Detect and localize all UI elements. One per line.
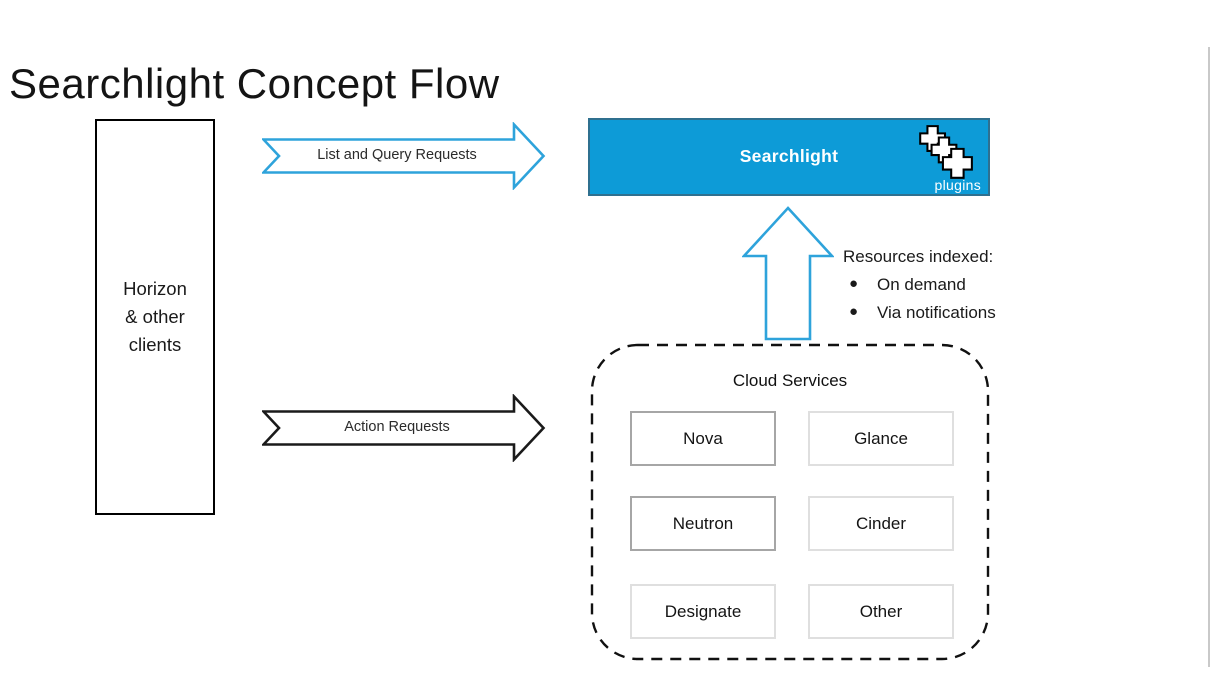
bullet-item-label: Via notifications [877,303,996,322]
service-box-glance: Glance [808,411,954,466]
plugins-label: plugins [934,177,981,193]
clients-box-line: clients [128,334,182,355]
bullet-icon: ● [849,275,859,292]
resources-indexed-block: Resources indexed: ● On demand ● Via not… [843,243,996,327]
cloud-services-title: Cloud Services [732,371,848,390]
bullet-icon: ● [849,303,859,320]
service-label: Neutron [672,513,734,533]
list-query-arrow-icon [262,122,546,190]
service-box-cinder: Cinder [808,496,954,551]
bullet-item: ● Via notifications [843,299,996,327]
bullet-item: ● On demand [843,271,996,299]
clients-box-line: Horizon [123,278,187,299]
service-box-other: Other [808,584,954,639]
service-label: Cinder [855,513,907,533]
searchlight-label: Searchlight [739,146,839,166]
searchlight-box: Searchlight plugins [588,118,990,196]
action-arrow-icon [262,394,546,462]
plugin-stack-icon [919,125,973,179]
bullet-item-label: On demand [877,275,966,294]
service-label: Designate [664,601,742,621]
service-box-neutron: Neutron [630,496,776,551]
list-query-arrow-label: List and Query Requests [317,147,477,163]
resources-bullet-list: ● On demand ● Via notifications [843,271,996,327]
clients-box-line: & other [125,306,185,327]
service-label: Glance [854,428,908,448]
page-title: Searchlight Concept Flow [9,60,500,107]
index-up-arrow-icon [742,206,834,341]
service-box-designate: Designate [630,584,776,639]
horizon-clients-box: Horizon & other clients [95,119,215,515]
service-label: Other [859,601,903,621]
service-box-nova: Nova [630,411,776,466]
cloud-services-border [590,343,990,661]
resources-indexed-heading: Resources indexed: [843,247,994,266]
slide-edge-divider [1208,47,1210,667]
action-arrow-label: Action Requests [344,419,450,435]
service-label: Nova [683,428,723,448]
